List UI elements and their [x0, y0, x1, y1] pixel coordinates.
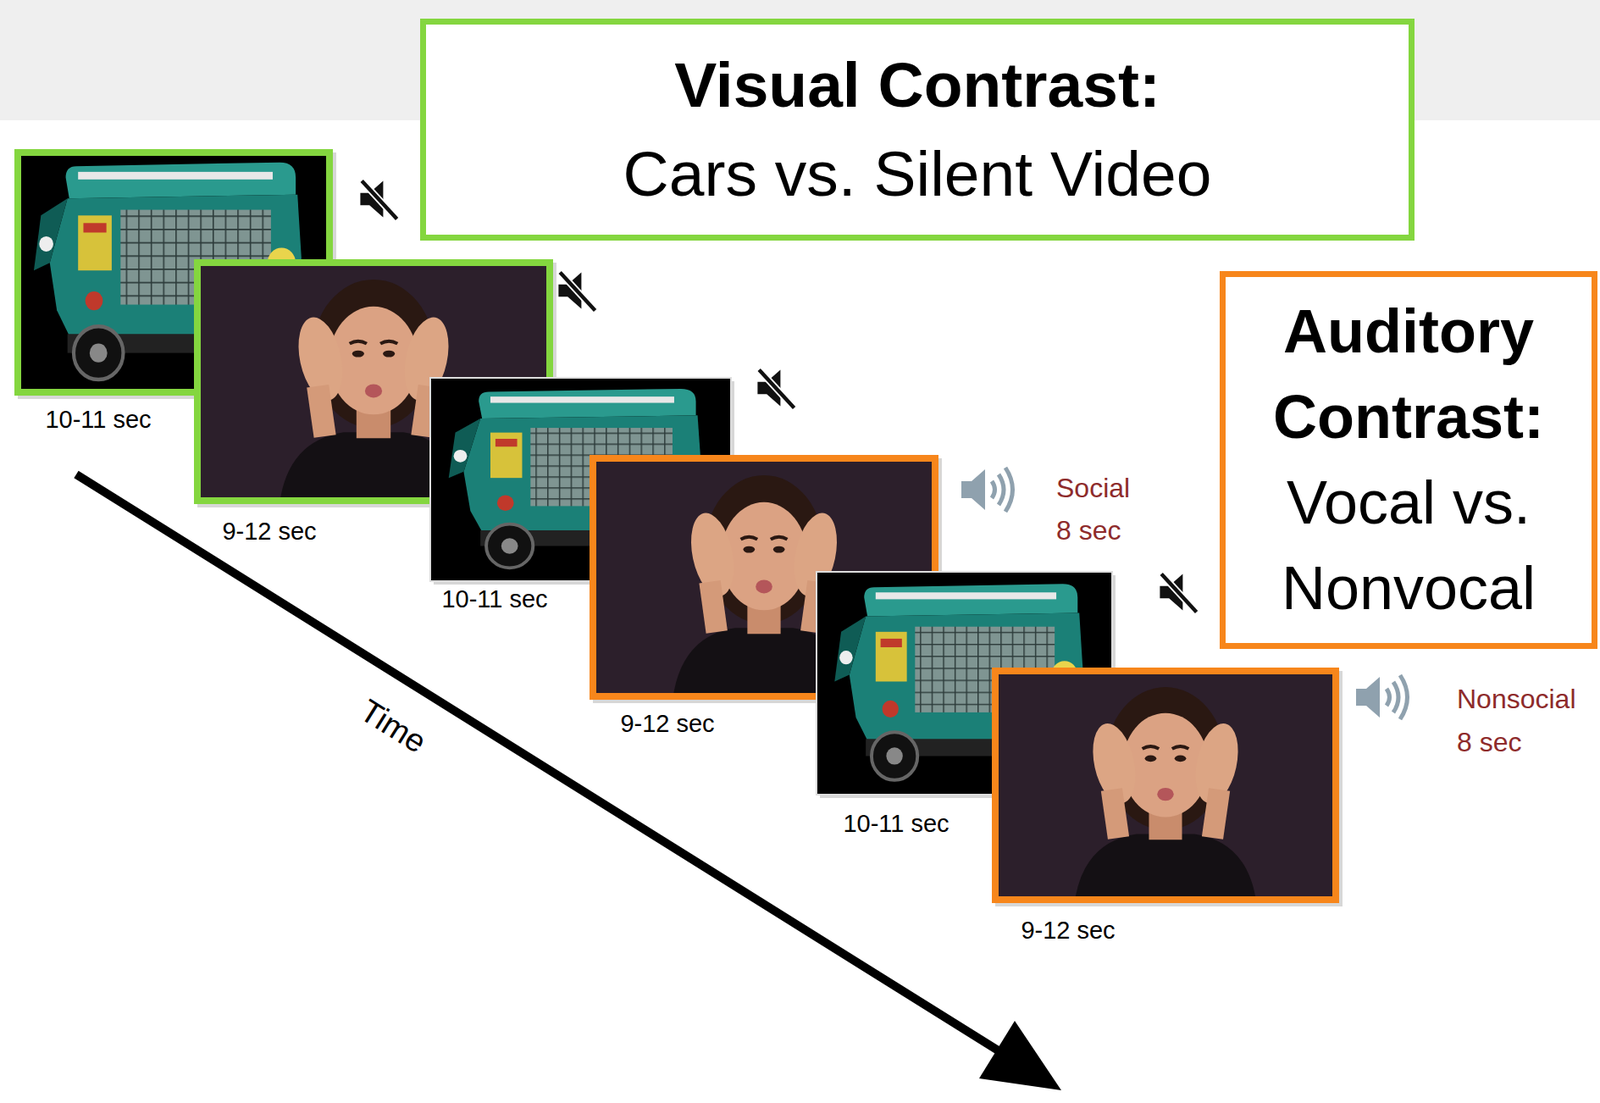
duration-label: 9-12 sec	[1020, 916, 1115, 945]
duration-label: 10-11 sec	[842, 809, 949, 838]
muted-icon	[1159, 573, 1196, 612]
muted-icon	[558, 271, 595, 311]
duration-label: 10-11 sec	[44, 405, 151, 434]
axis-label: Time	[353, 692, 433, 761]
time-arrow	[979, 1020, 1062, 1091]
duration-label: 9-12 sec	[620, 709, 715, 738]
sound-label: 8 sec	[1456, 726, 1522, 759]
contrast-box: Auditory Contrast:Vocal vs. Nonvocal	[1219, 271, 1598, 649]
duration-label: 9-12 sec	[221, 517, 316, 546]
sound-label: Nonsocial	[1456, 683, 1577, 715]
box-body: Vocal vs. Nonvocal	[1235, 459, 1582, 632]
box-heading: Visual Contrast:	[674, 40, 1161, 130]
face-frame	[991, 667, 1343, 907]
duration-label: 10-11 sec	[441, 585, 548, 614]
sound-label: Social	[1056, 472, 1130, 504]
sound-icon	[1356, 675, 1408, 720]
sound-label: 8 sec	[1056, 514, 1121, 547]
box-body: Cars vs. Silent Video	[623, 129, 1213, 219]
muted-icon	[757, 369, 794, 408]
face-frame	[995, 670, 1336, 900]
sound-icon	[961, 467, 1014, 512]
muted-icon	[359, 180, 397, 219]
box-heading: Auditory Contrast:	[1235, 288, 1582, 460]
contrast-box: Visual Contrast:Cars vs. Silent Video	[420, 18, 1415, 241]
face-frame	[991, 667, 1340, 903]
